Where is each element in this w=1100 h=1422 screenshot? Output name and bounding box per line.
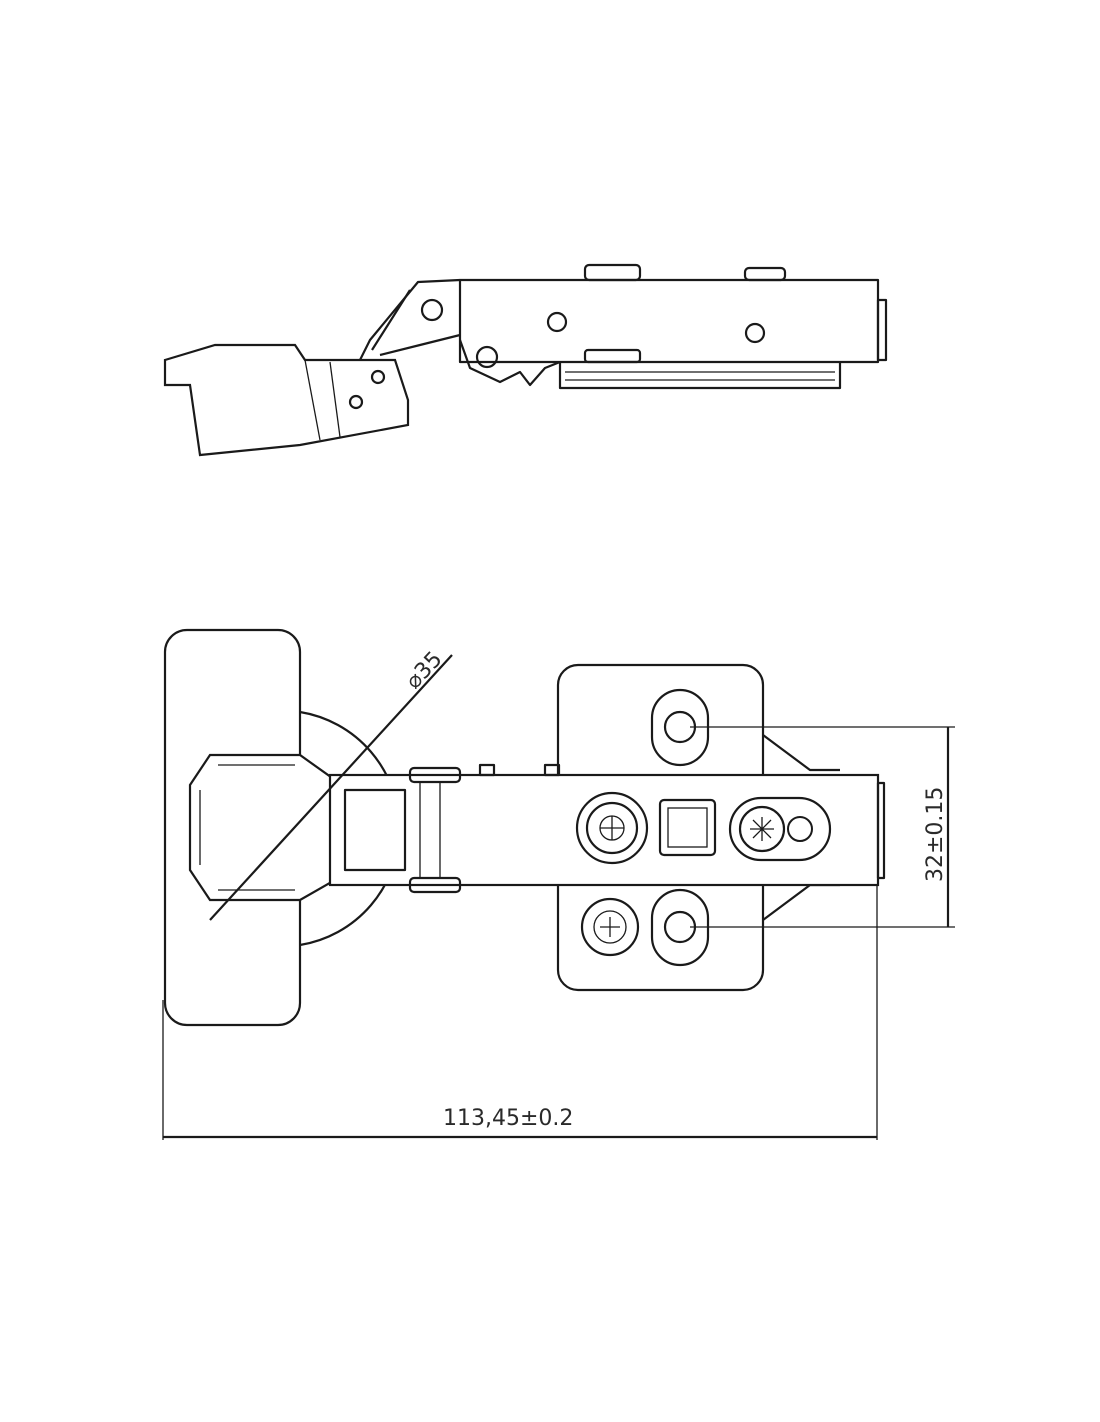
cup-body	[188, 753, 337, 902]
adjust-screw-top-2	[743, 266, 787, 282]
tab	[478, 763, 496, 777]
link-arm-lower	[371, 289, 461, 357]
diameter-leader	[209, 654, 453, 921]
plate-slot	[583, 348, 642, 364]
cam-screw-icon	[728, 796, 832, 862]
pin-head	[408, 766, 462, 784]
link-arm-upper	[359, 278, 461, 361]
mounting-plate-side	[558, 362, 842, 390]
arm-end	[876, 781, 886, 880]
square-slot	[658, 798, 717, 857]
pivot-pin	[475, 345, 499, 369]
overall-length-label: 113,45±0.2	[443, 1106, 573, 1131]
cup-hole	[370, 369, 386, 385]
tab	[543, 763, 561, 777]
adjust-screw-icon	[575, 791, 649, 865]
hole-spacing-label: 32±0.15	[923, 787, 948, 882]
square-inner	[667, 807, 708, 848]
pivot-pin	[420, 298, 444, 322]
top-view	[163, 628, 886, 1027]
hinge-arm-top	[328, 773, 880, 887]
adjust-screw-top	[583, 263, 642, 282]
cup-line	[304, 359, 321, 441]
arm-end-cap	[876, 298, 888, 362]
link-hook	[458, 339, 561, 387]
pin-head	[408, 876, 462, 894]
rivet	[744, 322, 766, 344]
hinge-arm-side	[458, 278, 880, 364]
cup-side	[163, 343, 410, 457]
side-view	[163, 263, 888, 457]
cup-line	[329, 361, 341, 438]
cup-hole	[348, 394, 364, 410]
link-block	[343, 788, 407, 872]
cup-inner	[199, 764, 295, 891]
rivet	[546, 311, 568, 333]
cup-diameter-label: ⌀35	[401, 647, 447, 694]
plate-screw-icon	[580, 897, 640, 957]
